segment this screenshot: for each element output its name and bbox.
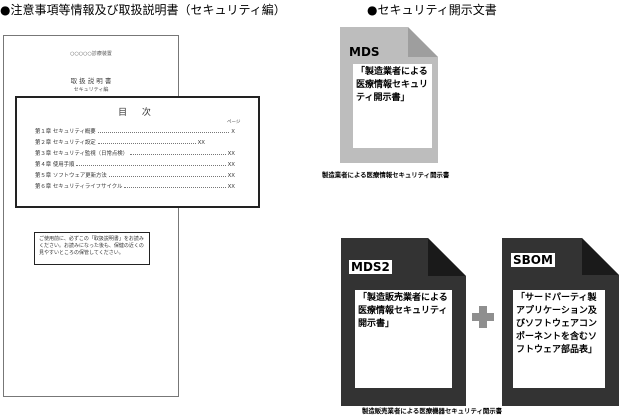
sbom-label: SBOM xyxy=(511,253,555,267)
mds-body: 「製造業者による医療情報セキュリティ開示書」 xyxy=(353,64,432,148)
mds-caption: 製造業者による医療情報セキュリティ開示書 xyxy=(322,171,450,179)
toc-entry-page: XX xyxy=(227,162,235,168)
toc-list: 第１章 セキュリティ概要 X 第２章 セキュリティ設定 XX 第３章 セキュリティ監… xyxy=(35,127,235,193)
toc-page-header: ページ xyxy=(227,120,241,125)
manual-title: 取 扱 説 明 書 xyxy=(70,77,112,85)
toc-entry-label: 第１章 セキュリティ概要 xyxy=(35,129,96,135)
mds-label: MDS xyxy=(349,45,380,59)
toc-box: 目 次 ページ 第１章 セキュリティ概要 X 第２章 セキュリティ設定 XX 第３章… xyxy=(15,96,260,208)
manual-subtitle: セキュリティ編 xyxy=(73,87,109,93)
toc-entry-label: 第３章 セキュリティ監視（日常点検） xyxy=(35,151,129,157)
plus-icon xyxy=(472,306,494,328)
sbom-body: 「サードパーティ製アプリケーション及びソフトウェアコンポーネントを含むソフトウェ… xyxy=(513,290,605,388)
manual-notice-box: ご使用前に、必ずこの「取扱説明書」をお読みください。お読みになった後も、保健の近… xyxy=(34,232,150,265)
toc-entry-page: XX xyxy=(227,173,235,179)
mds2-body: 「製造販売業者による医療情報セキュリティ開示書」 xyxy=(355,290,452,388)
mds2-label: MDS2 xyxy=(349,260,392,274)
toc-entry-page: X xyxy=(231,129,235,135)
bottom-caption: 製造販売業者による医療機器セキュリティ開示書 xyxy=(362,407,503,415)
toc-entry-label: 第６章 セキュリティライフサイクル xyxy=(35,184,123,190)
toc-entry: 第２章 セキュリティ設定 XX xyxy=(35,138,205,149)
toc-entry-page: XX xyxy=(227,184,235,190)
toc-entry: 第３章 セキュリティ監視（日常点検） XX xyxy=(35,149,235,160)
toc-entry: 第４章 使用手順 XX xyxy=(35,160,235,171)
manual-cover-sheet: ○○○○○診療装置 取 扱 説 明 書 セキュリティ編 ご使用前に、必ずこの「取… xyxy=(3,35,179,397)
toc-entry-page: XX xyxy=(197,140,205,146)
toc-entry: 第１章 セキュリティ概要 X xyxy=(35,127,235,138)
toc-entry-page: XX xyxy=(227,151,235,157)
manual-company: ○○○○○診療装置 xyxy=(70,51,112,57)
toc-entry-label: 第５章 ソフトウェア更新方法 xyxy=(35,173,107,179)
right-heading: ●セキュリティ開示文書 xyxy=(367,3,497,17)
toc-title: 目 次 xyxy=(118,108,157,118)
toc-entry: 第６章 セキュリティライフサイクル XX xyxy=(35,182,235,193)
toc-entry-label: 第４章 使用手順 xyxy=(35,162,75,168)
left-heading: ●注意事項等情報及び取扱説明書（セキュリティ編） xyxy=(0,3,286,17)
toc-entry: 第５章 ソフトウェア更新方法 XX xyxy=(35,171,235,182)
toc-entry-label: 第２章 セキュリティ設定 xyxy=(35,140,96,146)
